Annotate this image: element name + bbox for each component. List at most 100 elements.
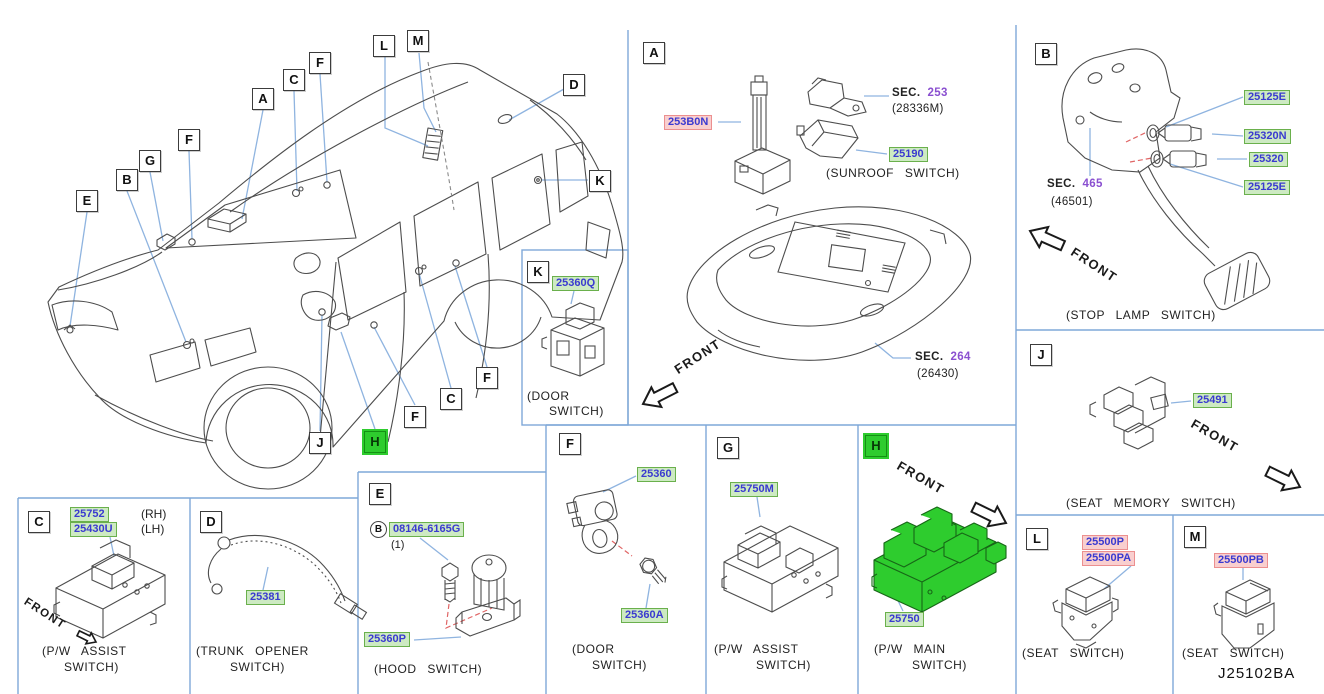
callout-car-j[interactable]: J: [309, 432, 331, 454]
sec-word: SEC.: [892, 87, 921, 99]
callout-car-h-highlighted[interactable]: H: [364, 431, 386, 453]
panel-c-letter[interactable]: C: [28, 511, 50, 533]
part-label-25500pa[interactable]: 25500PA: [1082, 551, 1136, 566]
part-label-25190[interactable]: 25190: [889, 147, 928, 162]
sec-number[interactable]: 465: [1082, 178, 1103, 190]
panel-b-letter[interactable]: B: [1035, 43, 1057, 65]
panel-f-letter[interactable]: F: [559, 433, 581, 455]
caption-trunk-opener-switch-1: (TRUNK OPENER: [196, 644, 309, 658]
seat-memory-switch-drawing: [1089, 376, 1169, 450]
panel-j-letter[interactable]: J: [1030, 344, 1052, 366]
bolt-marker-b: B: [370, 521, 387, 538]
door-switch-f-drawing: [566, 489, 667, 585]
assembly-dashed-lines: [445, 131, 1153, 629]
part-label-08146-6165g[interactable]: 08146-6165G: [389, 522, 465, 537]
panel-e-letter[interactable]: E: [369, 483, 391, 505]
caption-stop-lamp-switch: (STOP LAMP SWITCH): [1066, 308, 1216, 322]
part-label-25500pb[interactable]: 25500PB: [1214, 553, 1268, 568]
caption-hood-switch: (HOOD SWITCH): [374, 662, 483, 676]
sec-number[interactable]: 253: [927, 87, 948, 99]
caption-trunk-opener-switch-2: SWITCH): [230, 660, 285, 674]
caption-pw-main-switch-2: SWITCH): [912, 658, 967, 672]
callout-car-a[interactable]: A: [252, 88, 274, 110]
part-label-25125e-2[interactable]: 25125E: [1244, 180, 1290, 195]
panel-h-letter-highlighted[interactable]: H: [865, 435, 887, 457]
car-illustration: [47, 61, 624, 490]
part-label-25320n[interactable]: 25320N: [1244, 129, 1291, 144]
panel-m-letter[interactable]: M: [1184, 526, 1206, 548]
part-label-25500p[interactable]: 25500P: [1082, 535, 1128, 550]
caption-pw-main-switch-1: (P/W MAIN: [874, 642, 946, 656]
panel-a-letter[interactable]: A: [643, 42, 665, 64]
panel-k-letter[interactable]: K: [527, 261, 549, 283]
part-label-25430u[interactable]: 25430U: [70, 522, 117, 537]
caption-pw-assist-switch-g-2: SWITCH): [756, 658, 811, 672]
vent-grille: [422, 127, 444, 161]
part-label-25360a[interactable]: 25360A: [621, 608, 668, 623]
panel-d-letter[interactable]: D: [200, 511, 222, 533]
part-label-25750m[interactable]: 25750M: [730, 482, 778, 497]
panel-l-letter[interactable]: L: [1026, 528, 1048, 550]
callout-car-b[interactable]: B: [116, 169, 138, 191]
sec-number[interactable]: 264: [950, 351, 971, 363]
pw-assist-switch-g-drawing: [721, 525, 839, 613]
part-label-25360[interactable]: 25360: [637, 467, 676, 482]
caption-door-switch-f-2: SWITCH): [592, 658, 647, 672]
part-label-253b0n[interactable]: 253B0N: [664, 115, 713, 130]
caption-sunroof-switch: (SUNROOF SWITCH): [826, 166, 960, 180]
callout-car-e[interactable]: E: [76, 190, 98, 212]
overhead-console-drawing: [686, 204, 972, 361]
part-label-25320[interactable]: 25320: [1249, 152, 1288, 167]
callout-car-f4[interactable]: F: [476, 367, 498, 389]
part-label-25381[interactable]: 25381: [246, 590, 285, 605]
stop-lamp-switch-drawing: [1146, 124, 1207, 168]
part-label-25750[interactable]: 25750: [885, 612, 924, 627]
callout-car-l[interactable]: L: [373, 35, 395, 57]
callout-car-g[interactable]: G: [139, 150, 161, 172]
panel-borders: [17, 25, 1324, 694]
panel-g-letter[interactable]: G: [717, 437, 739, 459]
caption-pw-assist-switch-g-1: (P/W ASSIST: [714, 642, 799, 656]
callout-car-k[interactable]: K: [589, 170, 611, 192]
part-label-25360p[interactable]: 25360P: [364, 632, 410, 647]
caption-pw-assist-switch-c-1: (P/W ASSIST: [42, 644, 127, 658]
part-label-25360q[interactable]: 25360Q: [552, 276, 600, 291]
switch-location-markers: [63, 175, 543, 350]
caption-seat-switch-m: (SEAT SWITCH): [1182, 646, 1285, 660]
caption-seat-switch-l: (SEAT SWITCH): [1022, 646, 1125, 660]
quantity-label: (1): [391, 539, 405, 551]
callout-car-f2[interactable]: F: [309, 52, 331, 74]
part-label-25752[interactable]: 25752: [70, 507, 109, 522]
part-label-25491[interactable]: 25491: [1193, 393, 1232, 408]
callout-car-c2[interactable]: C: [440, 388, 462, 410]
trunk-opener-cable-drawing: [207, 535, 368, 620]
callout-car-c1[interactable]: C: [283, 69, 305, 91]
sec-word: SEC.: [1047, 178, 1076, 190]
seat-switch-l-drawing: [1052, 576, 1119, 649]
section-ref-465: SEC. 465: [1047, 178, 1103, 191]
callout-car-f1[interactable]: F: [178, 129, 200, 151]
part-label-25125e-1[interactable]: 25125E: [1244, 90, 1290, 105]
caption-pw-assist-switch-c-2: SWITCH): [64, 660, 119, 674]
callout-car-f3[interactable]: F: [404, 406, 426, 428]
caption-door-switch-f-1: (DOOR: [572, 642, 615, 656]
brake-pedal-drawing: [1061, 48, 1271, 311]
door-switch-k-drawing: [541, 302, 605, 377]
pw-assist-switch-c-drawing: [53, 539, 166, 639]
sunroof-switch-parts-drawing: [734, 75, 867, 195]
callout-car-d[interactable]: D: [563, 74, 585, 96]
callout-car-m[interactable]: M: [407, 30, 429, 52]
